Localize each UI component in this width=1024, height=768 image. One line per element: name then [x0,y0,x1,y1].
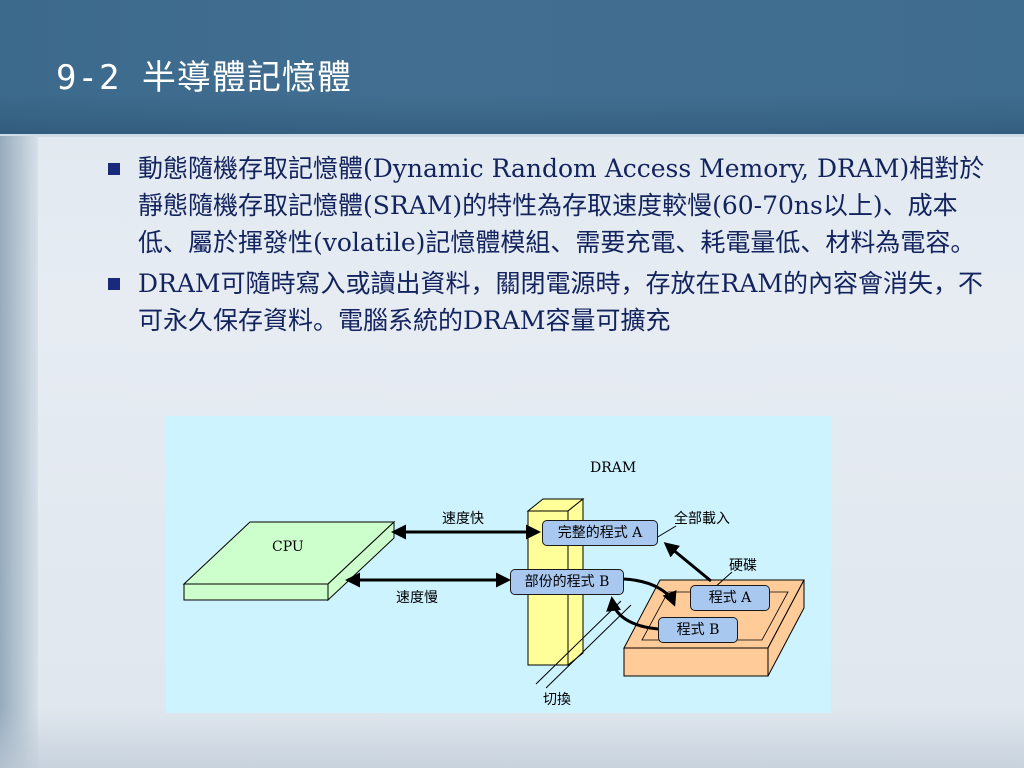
slide-title: 9-2 半導體記憶體 [56,58,352,98]
decorative-side-strip [0,136,38,768]
program-a-box: 程式 A [690,585,770,611]
swap-lines [535,600,632,689]
cpu-label: CPU [272,539,304,555]
bullet-item: 動態隨機存取記憶體(Dynamic Random Access Memory, … [104,150,994,261]
square-bullet-icon [108,163,120,175]
bullet-text: DRAM可隨時寫入或讀出資料，關閉電源時，存放在RAM的內容會消失，不可永久保存… [138,269,983,335]
full-program-a-box: 完整的程式 A [542,520,658,546]
swap-label: 切換 [543,692,571,708]
dram-label: DRAM [590,460,637,476]
partial-program-b-box: 部份的程式 B [510,569,624,595]
hdd-label: 硬碟 [729,558,757,574]
load-arrow [663,542,712,583]
square-bullet-icon [108,278,120,290]
full-load-label: 全部載入 [674,511,730,527]
title-bar: 9-2 半導體記憶體 [0,0,1024,137]
program-b-box: 程式 B [658,617,738,643]
bullet-text: 動態隨機存取記憶體(Dynamic Random Access Memory, … [138,154,985,257]
swap-in-arrow [606,596,659,631]
swap-out-arrow [623,577,677,607]
cpu-block [182,520,396,602]
slow-label: 速度慢 [396,590,438,606]
fast-label: 速度快 [442,511,484,527]
dram-diagram: DRAM CPU 速度快 速度慢 全部載入 硬碟 切換 完整的程式 A 部份的程… [166,416,831,713]
bullet-item: DRAM可隨時寫入或讀出資料，關閉電源時，存放在RAM的內容會消失，不可永久保存… [104,265,994,339]
bullet-list: 動態隨機存取記憶體(Dynamic Random Access Memory, … [104,150,994,343]
decorative-bottom-fade [0,708,1024,768]
